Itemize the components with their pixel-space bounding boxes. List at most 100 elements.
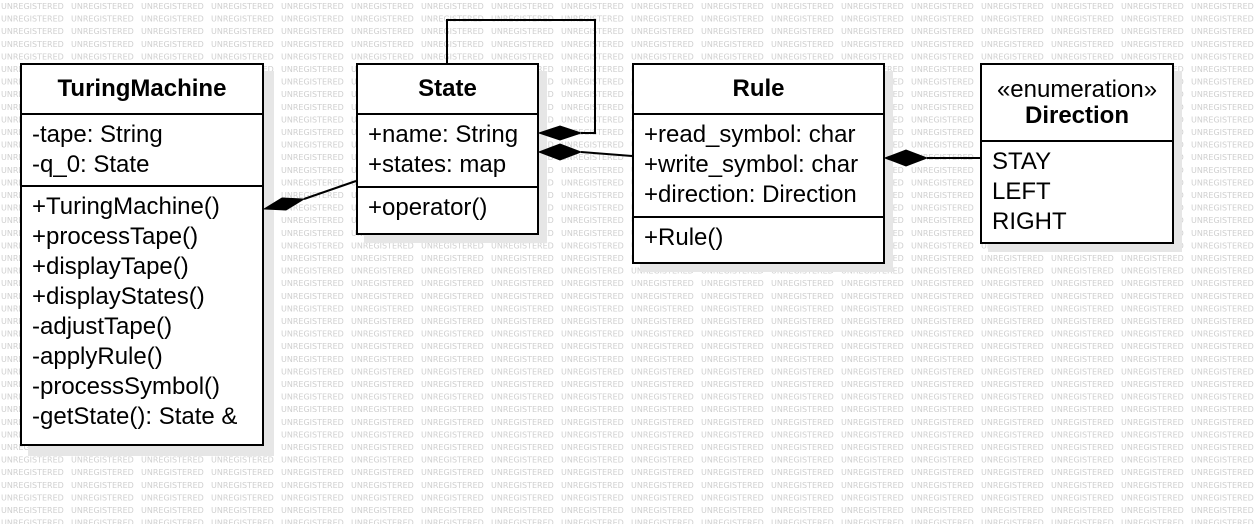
watermark-text: UNREGISTERED — [1121, 317, 1184, 326]
watermark-text: UNREGISTERED — [211, 27, 274, 36]
watermark-text: UNREGISTERED — [1051, 304, 1114, 313]
watermark-text: UNREGISTERED — [1191, 468, 1254, 477]
watermark-text: UNREGISTERED — [561, 267, 624, 276]
watermark-text: UNREGISTERED — [771, 2, 834, 11]
watermark-text: UNREGISTERED — [141, 481, 204, 490]
watermark-text: UNREGISTERED — [71, 52, 134, 61]
watermark-text: UNREGISTERED — [561, 229, 624, 238]
watermark-text: UNREGISTERED — [911, 141, 974, 150]
watermark-text: UNREGISTERED — [1191, 229, 1254, 238]
watermark-text: UNREGISTERED — [561, 380, 624, 389]
watermark-text: UNREGISTERED — [911, 468, 974, 477]
watermark-text: UNREGISTERED — [561, 2, 624, 11]
watermark-text: UNREGISTERED — [1191, 241, 1254, 250]
watermark-text: UNREGISTERED — [1121, 27, 1184, 36]
watermark-text: UNREGISTERED — [981, 355, 1044, 364]
watermark-text: UNREGISTERED — [911, 443, 974, 452]
watermark-text: UNREGISTERED — [981, 367, 1044, 376]
watermark-text: UNREGISTERED — [911, 304, 974, 313]
watermark-text: UNREGISTERED — [421, 443, 484, 452]
watermark-text: UNREGISTERED — [911, 330, 974, 339]
watermark-text: UNREGISTERED — [421, 481, 484, 490]
class-turing-machine[interactable]: TuringMachine -tape: String -q_0: State … — [20, 63, 264, 446]
watermark-text: UNREGISTERED — [281, 418, 344, 427]
watermark-text: UNREGISTERED — [911, 191, 974, 200]
watermark-text: UNREGISTERED — [561, 115, 624, 124]
watermark-text: UNREGISTERED — [491, 456, 554, 465]
watermark-text: UNREGISTERED — [281, 115, 344, 124]
watermark-text: UNREGISTERED — [281, 27, 344, 36]
watermark-text: UNREGISTERED — [841, 493, 904, 502]
operation: -processSymbol() — [32, 373, 221, 400]
watermark-text: UNREGISTERED — [561, 204, 624, 213]
watermark-text: UNREGISTERED — [421, 468, 484, 477]
watermark-text: UNREGISTERED — [281, 430, 344, 439]
watermark-text: UNREGISTERED — [911, 317, 974, 326]
watermark-text: UNREGISTERED — [281, 367, 344, 376]
watermark-text: UNREGISTERED — [141, 2, 204, 11]
watermark-text: UNREGISTERED — [281, 468, 344, 477]
class-rule[interactable]: Rule +read_symbol: char +write_symbol: c… — [632, 63, 885, 264]
watermark-text: UNREGISTERED — [701, 443, 764, 452]
watermark-text: UNREGISTERED — [981, 317, 1044, 326]
watermark-text: UNREGISTERED — [491, 330, 554, 339]
watermark-text: UNREGISTERED — [1191, 330, 1254, 339]
watermark-text: UNREGISTERED — [351, 456, 414, 465]
watermark-text: UNREGISTERED — [771, 443, 834, 452]
watermark-text: UNREGISTERED — [1121, 279, 1184, 288]
watermark-text: UNREGISTERED — [841, 393, 904, 402]
watermark-text: UNREGISTERED — [701, 40, 764, 49]
watermark-text: UNREGISTERED — [911, 506, 974, 515]
watermark-text: UNREGISTERED — [981, 254, 1044, 263]
attribute: +name: String — [368, 121, 519, 148]
watermark-text: UNREGISTERED — [1, 506, 64, 515]
watermark-text: UNREGISTERED — [1051, 468, 1114, 477]
watermark-text: UNREGISTERED — [561, 141, 624, 150]
watermark-text: UNREGISTERED — [1191, 65, 1254, 74]
watermark-text: UNREGISTERED — [1051, 380, 1114, 389]
watermark-text: UNREGISTERED — [701, 2, 764, 11]
watermark-text: UNREGISTERED — [71, 493, 134, 502]
watermark-text: UNREGISTERED — [421, 430, 484, 439]
watermark-text: UNREGISTERED — [1121, 52, 1184, 61]
watermark-text: UNREGISTERED — [141, 40, 204, 49]
watermark-text: UNREGISTERED — [841, 330, 904, 339]
class-state[interactable]: State +name: String +states: map +operat… — [356, 63, 539, 235]
watermark-text: UNREGISTERED — [281, 229, 344, 238]
watermark-text: UNREGISTERED — [1, 493, 64, 502]
watermark-text: UNREGISTERED — [1191, 355, 1254, 364]
watermark-text: UNREGISTERED — [561, 330, 624, 339]
watermark-text: UNREGISTERED — [911, 279, 974, 288]
watermark-text: UNREGISTERED — [701, 15, 764, 24]
watermark-text: UNREGISTERED — [631, 2, 694, 11]
watermark-text: UNREGISTERED — [911, 229, 974, 238]
class-direction-enumeration[interactable]: «enumeration» Direction STAY LEFT RIGHT — [980, 63, 1174, 244]
watermark-text: UNREGISTERED — [1121, 430, 1184, 439]
watermark-text: UNREGISTERED — [631, 418, 694, 427]
watermark-text: UNREGISTERED — [421, 367, 484, 376]
watermark-text: UNREGISTERED — [351, 393, 414, 402]
watermark-text: UNREGISTERED — [561, 519, 624, 524]
watermark-text: UNREGISTERED — [1121, 292, 1184, 301]
watermark-text: UNREGISTERED — [421, 330, 484, 339]
rule-name: Rule — [732, 75, 785, 102]
watermark-text: UNREGISTERED — [281, 292, 344, 301]
watermark-text: UNREGISTERED — [211, 52, 274, 61]
watermark-text: UNREGISTERED — [631, 380, 694, 389]
watermark-text: UNREGISTERED — [421, 393, 484, 402]
watermark-text: UNREGISTERED — [841, 456, 904, 465]
watermark-text: UNREGISTERED — [71, 15, 134, 24]
watermark-text: UNREGISTERED — [1191, 506, 1254, 515]
watermark-text: UNREGISTERED — [281, 166, 344, 175]
watermark-text: UNREGISTERED — [421, 254, 484, 263]
watermark-text: UNREGISTERED — [561, 191, 624, 200]
watermark-text: UNREGISTERED — [841, 304, 904, 313]
watermark-text: UNREGISTERED — [701, 304, 764, 313]
watermark-text: UNREGISTERED — [281, 2, 344, 11]
watermark-text: UNREGISTERED — [911, 216, 974, 225]
watermark-text: UNREGISTERED — [421, 456, 484, 465]
watermark-text: UNREGISTERED — [351, 27, 414, 36]
watermark-text: UNREGISTERED — [631, 292, 694, 301]
watermark-text: UNREGISTERED — [561, 481, 624, 490]
